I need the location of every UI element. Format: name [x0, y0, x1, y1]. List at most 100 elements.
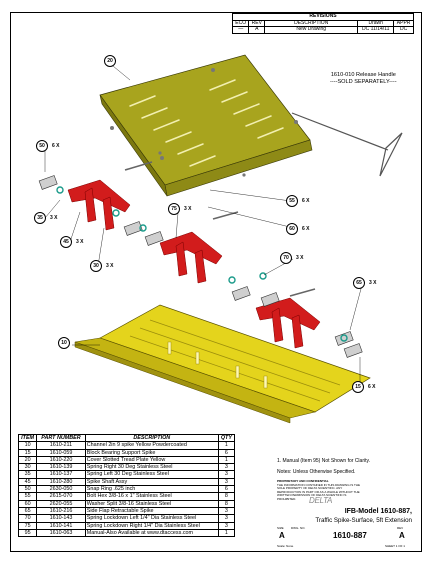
bom-item: 50 [17, 485, 38, 494]
callout-balloon: 20 [104, 55, 116, 67]
callout-quantity: 6 X [302, 198, 310, 204]
bom-description: Snap Ring .625 inch [84, 485, 219, 494]
note-2: Notes: Unless Otherwise Specified. [277, 469, 356, 475]
bom-description: Spring Left 30 Deg Stainless Steel [84, 470, 219, 479]
bom-part-number: 1610-063 [36, 528, 86, 538]
callout-balloon: 70 [280, 252, 292, 264]
bom-item: 35 [17, 470, 38, 479]
bom-qty: 3 [217, 506, 236, 516]
bom-part-number: 2630-050 [36, 485, 86, 494]
callout-quantity: 6 X [368, 384, 376, 390]
bom-qty: 3 [217, 514, 236, 523]
drawing-rev: A [399, 531, 405, 540]
bom-description: Manual-Also Available at www.dtaccess.co… [84, 528, 219, 538]
bom-qty: 3 [217, 477, 236, 487]
release-handle-label: 1610-010 Release Handle [330, 72, 396, 78]
drawing-number: 1610-887 [333, 531, 367, 540]
bom-qty: 8 [217, 492, 236, 501]
callout-balloon: 30 [90, 260, 102, 272]
leader-lines [44, 65, 363, 383]
bom-header-part: PART NUMBER [36, 433, 86, 443]
bom-qty: 3 [217, 521, 236, 530]
spring-parts [56, 186, 348, 342]
bom-part-number: 1610-220 [36, 455, 86, 465]
channel-part [74, 304, 371, 424]
callout-balloon: 60 [286, 223, 298, 235]
proprietary-notice: PROPRIETARY AND CONFIDENTIAL THE INFORMA… [277, 479, 365, 502]
bom-item: 75 [17, 521, 38, 530]
bom-qty: 3 [217, 463, 236, 472]
callout-quantity: 3 X [184, 206, 192, 212]
cover-plate-part [99, 54, 313, 197]
bom-description: Spring Lockdown Left 1/4" Dia Stainless … [84, 514, 219, 523]
bom-part-number: 1610-139 [36, 463, 86, 472]
callout-quantity: 3 X [76, 239, 84, 245]
bom-part-number: 1610-280 [36, 477, 86, 487]
rev-appr: DC [393, 26, 414, 34]
sheet-label: SHEET 1 OF 1 [385, 544, 405, 548]
callout-quantity: 3 X [106, 263, 114, 269]
bom-description: Block Bearing Support Spike [84, 448, 219, 457]
callout-balloon: 75 [168, 203, 180, 215]
title-block: PROPRIETARY AND CONFIDENTIAL THE INFORMA… [277, 479, 412, 550]
bom-item: 15 [17, 448, 38, 457]
bom-qty: 1 [217, 528, 236, 538]
release-handle-part [291, 112, 403, 177]
company-logo: DELTA [309, 496, 333, 505]
bom-part-number: 1610-211 [36, 441, 86, 450]
bom-part-number: 1610-216 [36, 506, 86, 516]
bom-item: 20 [17, 455, 38, 465]
bom-qty: 1 [217, 441, 236, 450]
bom-description: Side Flap Retractable Spike [84, 506, 219, 516]
drawing-title-line-1: IFB-Model 1610-887, [344, 508, 412, 515]
bom-item: 60 [17, 499, 38, 508]
callout-quantity: 3 X [296, 255, 304, 261]
release-handle-note: 1610-010 Release Handle ----SOLD SEPARAT… [330, 72, 397, 86]
bom-header-item: ITEM [17, 433, 38, 443]
dwg-no-label: DWG. NO. [291, 526, 306, 530]
rev-drawn: DC 11/14/11 [357, 26, 395, 34]
bom-description: Spring Lockdown Right 1/4" Dia Stainless… [84, 521, 219, 530]
rev-label: REV [397, 526, 404, 530]
callout-balloon: 10 [58, 337, 70, 349]
callout-balloon: 65 [353, 277, 365, 289]
bom-description: Bolt Hex 3/8-16 x 1" Stainless Steel [84, 492, 219, 501]
callout-balloon: 35 [34, 212, 46, 224]
bearing-blocks [38, 175, 363, 358]
proprietary-heading: PROPRIETARY AND CONFIDENTIAL [277, 479, 329, 483]
scale-label: Scale: None [277, 544, 294, 548]
callout-balloon: 45 [60, 236, 72, 248]
bom-description: Spring Right 30 Deg Stainless Steel [84, 463, 219, 472]
bom-qty: 6 [217, 485, 236, 494]
drawing-notes: 1. Manual (Item 95) Not Shown for Clarit… [277, 456, 370, 478]
bom-description: Channel 2in 9 spike Yellow Powdercoated [84, 441, 219, 450]
bom-item: 65 [17, 506, 38, 516]
bom-description: Washer Split 3/8-16 Stainless Steel [84, 499, 219, 508]
bom-qty: 6 [217, 448, 236, 457]
cover-bolts [110, 68, 298, 177]
sheet-size: A [279, 531, 285, 540]
bom-description: Spike Shaft Assy [84, 477, 219, 487]
bom-part-number: 2620-055 [36, 499, 86, 508]
bom-part-number: 1610-059 [36, 448, 86, 457]
callout-quantity: 6 X [52, 143, 60, 149]
bom-item: 45 [17, 477, 38, 487]
bom-item: 10 [17, 441, 38, 450]
bom-part-number: 1610-137 [36, 470, 86, 479]
proprietary-text: THE INFORMATION CONTAINED IN THIS DRAWIN… [277, 482, 361, 501]
bom-part-number: 2615-070 [36, 492, 86, 501]
bom-qty: 1 [217, 455, 236, 465]
spike-shaft-assy [67, 179, 321, 349]
